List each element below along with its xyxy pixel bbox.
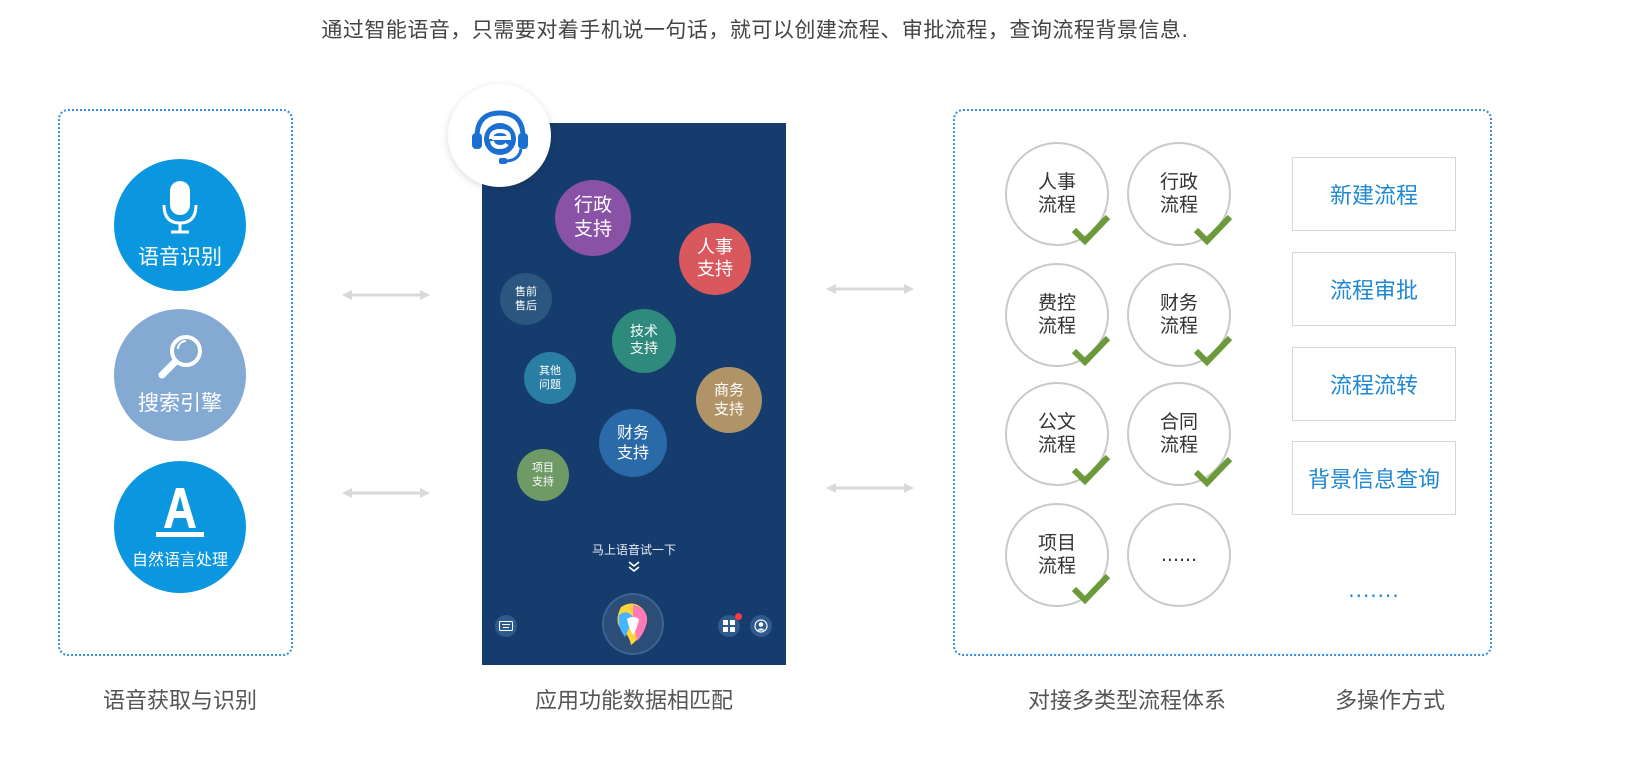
nlp-label: 自然语言处理 xyxy=(131,550,228,569)
bubble-tech-support[interactable]: 技术 支持 xyxy=(612,309,676,373)
bubble-presales-aftersales[interactable]: 售前 售后 xyxy=(500,273,552,325)
check-icon xyxy=(1193,456,1233,488)
flow-more[interactable]: ...... xyxy=(1127,503,1231,607)
flow-expense[interactable]: 费控 流程 xyxy=(1005,263,1109,367)
process-caption: 对接多类型流程体系 xyxy=(1027,689,1226,714)
bubble-admin-support[interactable]: 行政 支持 xyxy=(555,180,631,256)
flow-finance[interactable]: 财务 流程 xyxy=(1127,263,1231,367)
speech-panel xyxy=(58,109,293,656)
double-arrow-icon xyxy=(342,488,430,498)
magnifier-icon xyxy=(158,335,202,379)
flow-document[interactable]: 公文 流程 xyxy=(1005,382,1109,486)
voice-assistant-button[interactable] xyxy=(604,595,662,653)
notification-dot xyxy=(735,613,742,620)
profile-button[interactable] xyxy=(750,615,772,637)
op-background-query[interactable]: 背景信息查询 xyxy=(1292,441,1456,515)
grid-icon xyxy=(723,620,735,632)
letter-a-icon xyxy=(156,488,204,537)
double-chevron-down-icon xyxy=(628,561,640,573)
bubble-finance-support[interactable]: 财务 支持 xyxy=(599,409,667,477)
headline: 通过智能语音，只需要对着手机说一句话，就可以创建流程、审批流程，查询流程背景信息… xyxy=(321,18,1189,42)
flow-contract[interactable]: 合同 流程 xyxy=(1127,382,1231,486)
check-icon xyxy=(1193,335,1233,367)
phone-caption: 应用功能数据相匹配 xyxy=(534,689,733,714)
operations-caption: 多操作方式 xyxy=(1334,689,1445,714)
speech-caption: 语音获取与识别 xyxy=(102,689,257,714)
nlp-circle: 自然语言处理 xyxy=(114,461,246,593)
bubble-hr-support[interactable]: 人事 支持 xyxy=(679,223,751,295)
phone-screen: 行政 支持 人事 支持 售前 售后 技术 支持 其他 问题 商务 支持 财务 支… xyxy=(482,123,786,665)
flow-admin[interactable]: 行政 流程 xyxy=(1127,142,1231,246)
search-engine-circle: 搜索引擎 xyxy=(114,309,246,441)
voice-prompt: 马上语音试一下 xyxy=(591,543,676,557)
speech-recognition-circle: 语音识别 xyxy=(114,159,246,291)
op-create-process[interactable]: 新建流程 xyxy=(1292,157,1456,231)
op-transfer-process[interactable]: 流程流转 xyxy=(1292,347,1456,421)
double-arrow-icon xyxy=(826,284,914,294)
voice-assistant-icon xyxy=(617,603,647,645)
keyboard-button[interactable] xyxy=(495,615,517,637)
check-icon xyxy=(1071,573,1111,605)
bubble-project-support[interactable]: 项目 支持 xyxy=(517,449,569,501)
check-icon xyxy=(1071,454,1111,486)
speech-recognition-label: 语音识别 xyxy=(138,245,222,269)
search-engine-label: 搜索引擎 xyxy=(138,391,222,415)
flow-hr[interactable]: 人事 流程 xyxy=(1005,142,1109,246)
keyboard-icon xyxy=(499,621,513,631)
headset-e-logo-icon xyxy=(471,109,528,164)
op-approve-process[interactable]: 流程审批 xyxy=(1292,252,1456,326)
bubble-other-issues[interactable]: 其他 问题 xyxy=(524,352,576,404)
check-icon xyxy=(1193,214,1233,246)
op-more: ....... xyxy=(1348,578,1400,602)
check-icon xyxy=(1071,335,1111,367)
microphone-icon xyxy=(162,181,198,234)
user-icon xyxy=(754,619,768,633)
assistant-logo xyxy=(448,84,551,187)
bubble-business-support[interactable]: 商务 支持 xyxy=(696,367,762,433)
apps-button[interactable] xyxy=(718,613,742,637)
double-arrow-icon xyxy=(342,290,430,300)
check-icon xyxy=(1071,214,1111,246)
double-arrow-icon xyxy=(826,483,914,493)
process-panel xyxy=(953,109,1492,656)
